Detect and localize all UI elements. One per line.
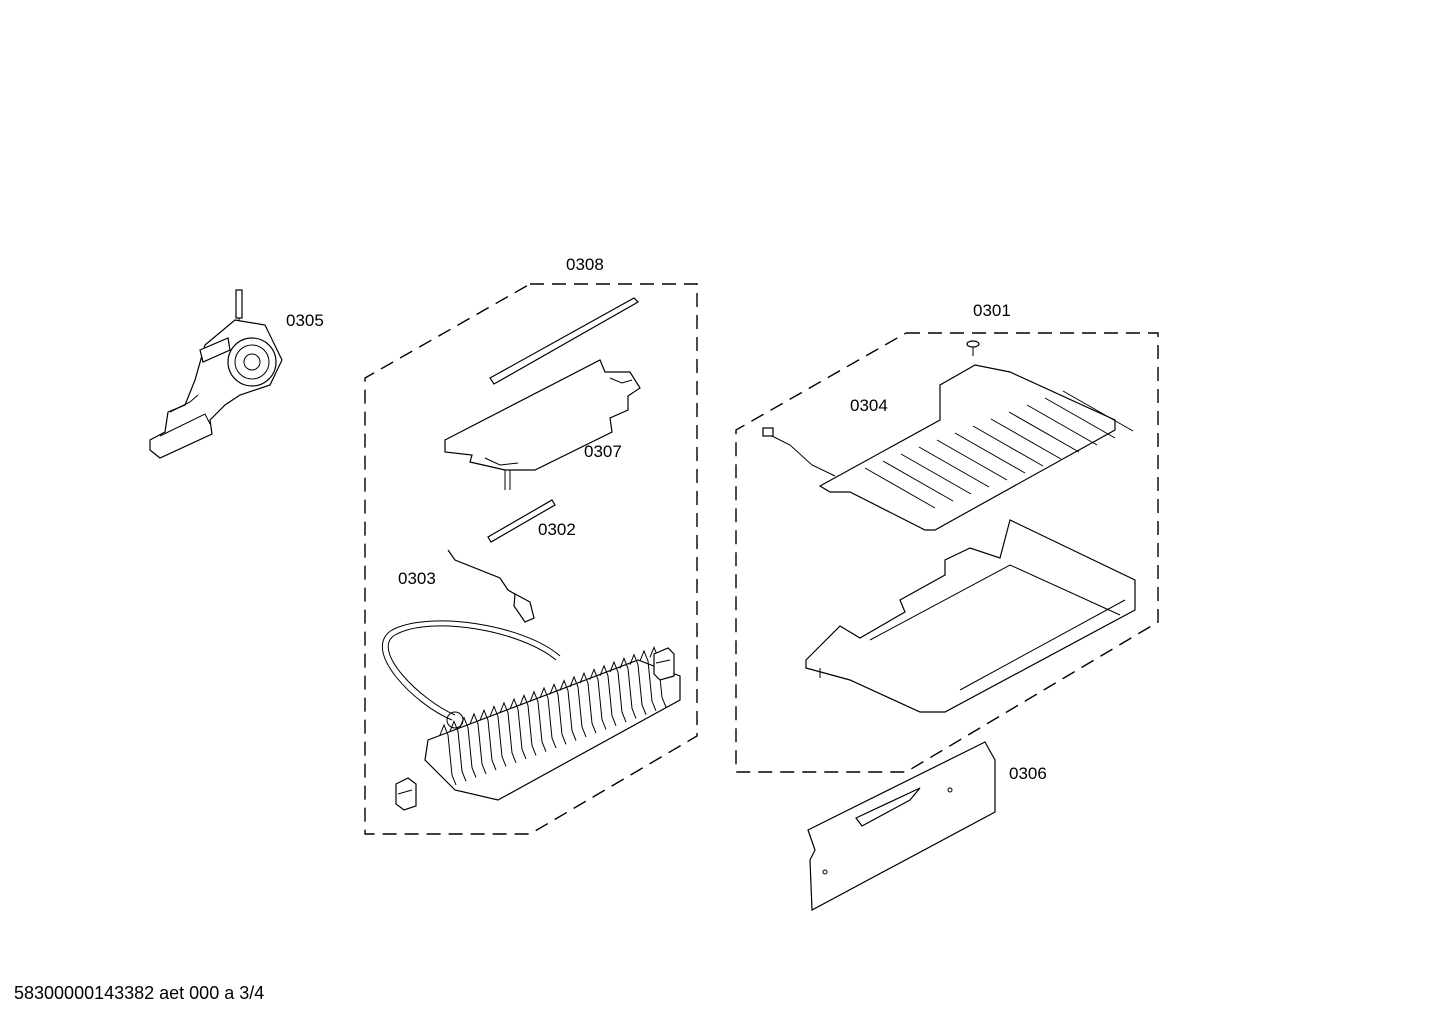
plate-rib (918, 446, 990, 488)
plate-rib (954, 432, 1026, 474)
plate-rib (1026, 404, 1098, 446)
coil-fin (569, 675, 587, 738)
plate-rib (900, 453, 972, 495)
evaporator-plate-part-0304 (762, 364, 1134, 531)
plate-rib (864, 467, 936, 509)
fan-motor-part-0305 (149, 289, 283, 459)
label-0308: 0308 (566, 255, 604, 274)
label-0304: 0304 (850, 396, 888, 415)
plate-rib (882, 460, 954, 502)
sensor-part-0302 (487, 499, 556, 543)
coil-fin (549, 682, 567, 745)
label-0306: 0306 (1009, 764, 1047, 783)
coil-fin (599, 664, 617, 726)
label-0302: 0302 (538, 520, 576, 539)
clip-lower (395, 777, 417, 811)
group-boundary-0308 (364, 283, 698, 835)
drawing-reference-footer: 58300000143382 aet 000 a 3/4 (14, 983, 265, 1003)
coil-fin (559, 679, 577, 741)
coil-fin (539, 686, 557, 749)
coil-fin (479, 708, 497, 771)
plate-rib (936, 439, 1008, 481)
label-0303: 0303 (398, 569, 436, 588)
drain-tray (805, 519, 1136, 713)
coil-fin (449, 719, 467, 782)
coil-fin (489, 705, 507, 767)
coil-fin (469, 712, 487, 775)
coil-fin (579, 671, 597, 734)
label-0301: 0301 (973, 301, 1011, 320)
heater-wire-part-0303 (447, 549, 535, 623)
plate-rib (1044, 397, 1116, 439)
coil-fin (509, 697, 527, 760)
coil-fin (589, 668, 607, 730)
clip-upper (653, 647, 675, 681)
plate-rib (1062, 390, 1134, 432)
label-0305: 0305 (286, 311, 324, 330)
plate-rib (972, 425, 1044, 467)
front-panel-part-0306 (807, 741, 996, 911)
coil-fin (629, 653, 647, 715)
coil-fin (519, 694, 537, 756)
plate-rib (1008, 411, 1080, 453)
coil-fin (619, 657, 637, 719)
coil-fin (439, 723, 457, 786)
cover-plate-part-0307 (444, 359, 641, 490)
coil-fin (529, 690, 547, 752)
coil-fin (499, 701, 517, 763)
coil-fin (609, 660, 627, 723)
rod-part-0308 (489, 297, 639, 385)
group-boundary-0301 (735, 332, 1159, 773)
label-0307: 0307 (584, 442, 622, 461)
coil-fin (639, 649, 657, 712)
screw-part-0301 (966, 340, 980, 356)
plate-rib (990, 418, 1062, 460)
evaporator-coil (381, 620, 681, 801)
